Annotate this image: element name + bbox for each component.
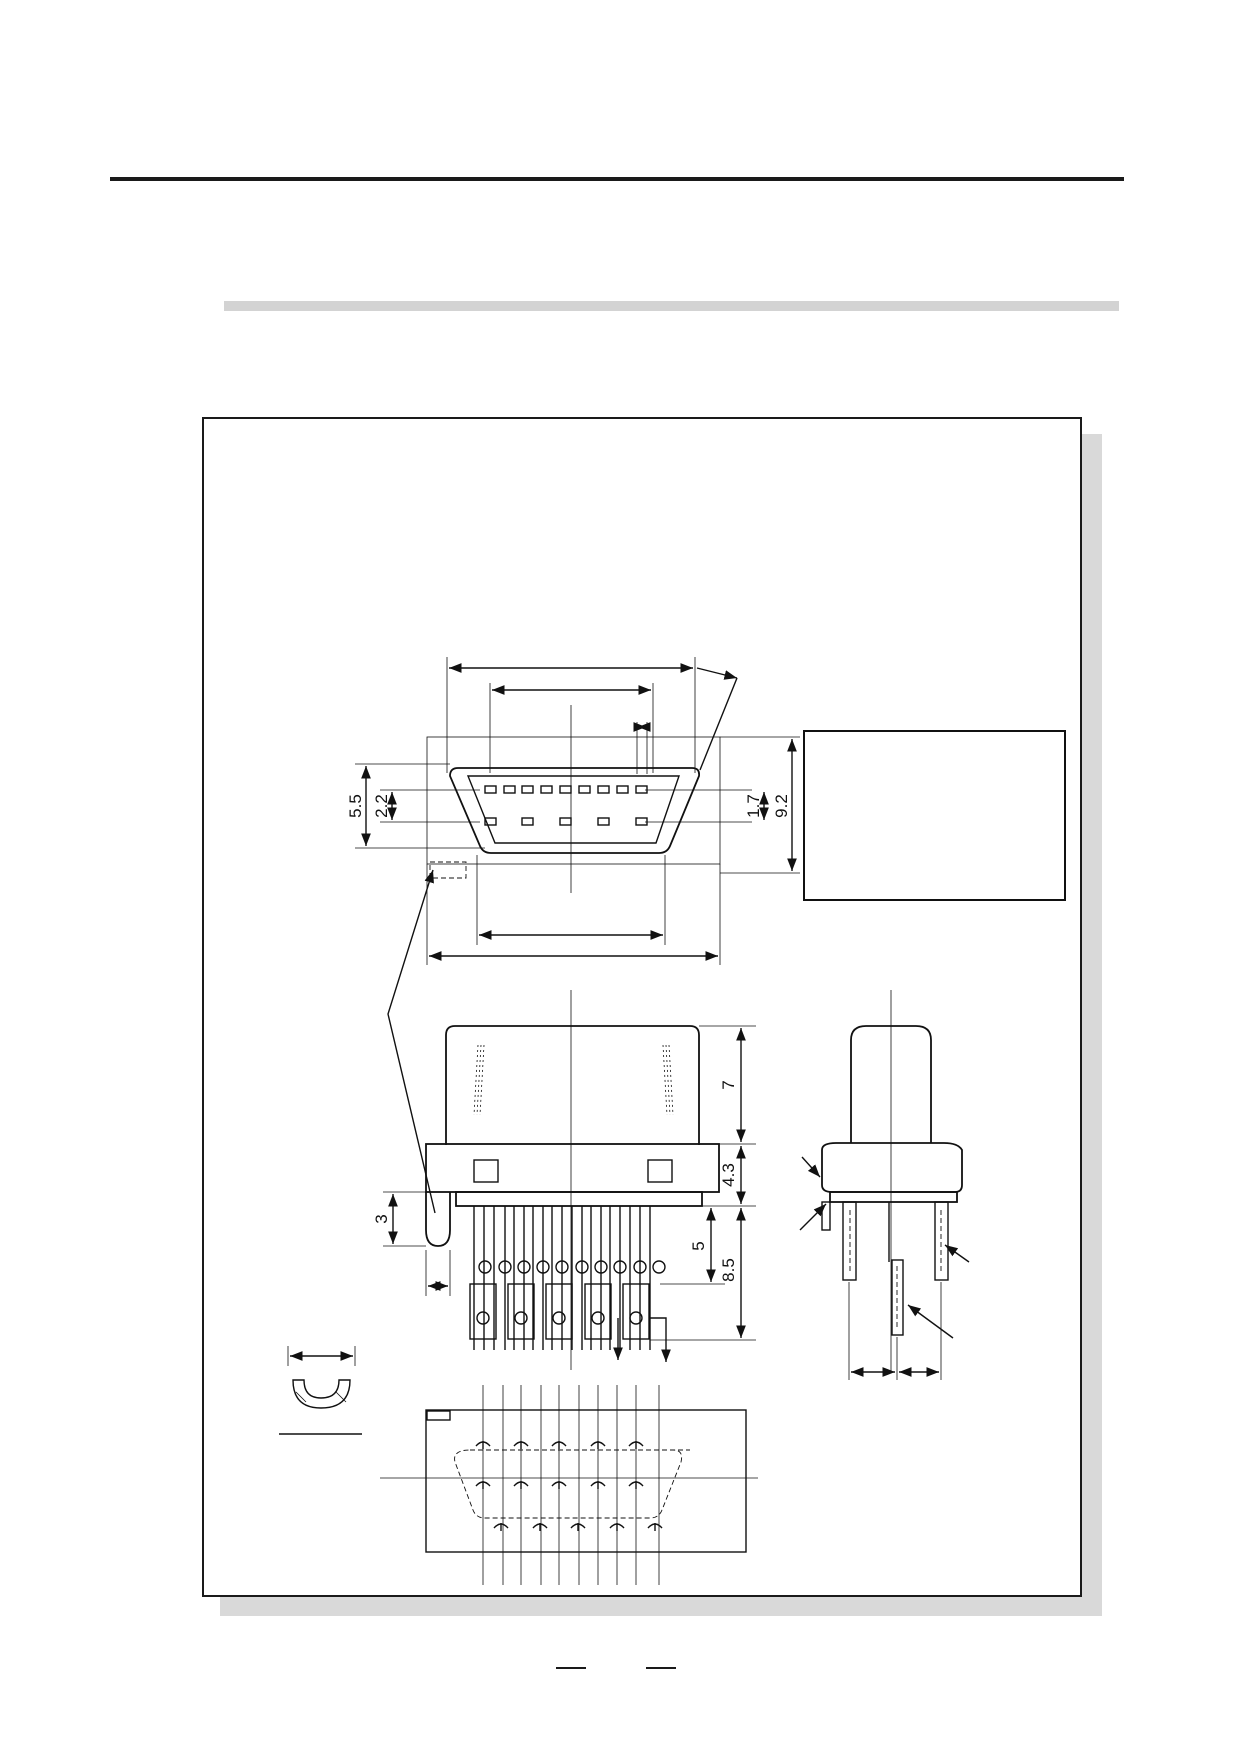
profile-strip bbox=[829, 1191, 958, 1203]
section-bar bbox=[224, 301, 1119, 311]
plug-body bbox=[445, 1025, 700, 1145]
profile-pin-left bbox=[842, 1201, 857, 1281]
profile-view bbox=[799, 990, 970, 1380]
profile-pin-right bbox=[934, 1201, 949, 1281]
contacts-row-bottom bbox=[484, 817, 648, 826]
flange-slot-left bbox=[473, 1159, 499, 1183]
dim-flange-height: 4.3 bbox=[719, 1163, 738, 1187]
key-mark bbox=[429, 861, 467, 879]
dim-overall-height: 9.2 bbox=[772, 794, 791, 818]
dim-pin-pitch: 1.7 bbox=[744, 794, 763, 818]
layout-lead-lines bbox=[482, 1385, 660, 1585]
elevation-view: 7 4.3 5 8.5 3 bbox=[372, 990, 756, 1370]
page-mark-left bbox=[556, 1667, 586, 1669]
profile-flange bbox=[821, 1142, 963, 1193]
solder-cup-detail bbox=[279, 1346, 362, 1435]
pcb-layout-view bbox=[380, 1385, 758, 1585]
cup-profile bbox=[292, 1379, 351, 1409]
pads-row1 bbox=[475, 1441, 644, 1449]
profile-body bbox=[850, 1025, 932, 1143]
front-view: 5.5 2.2 1.7 9.2 bbox=[346, 657, 800, 965]
front-plate bbox=[426, 736, 721, 865]
flange-slot-right bbox=[647, 1159, 673, 1183]
dim-front-height-outer: 5.5 bbox=[346, 794, 365, 818]
shell-outer bbox=[449, 767, 701, 854]
lead-tabs bbox=[469, 1283, 650, 1340]
dim-tab-height: 3 bbox=[372, 1214, 391, 1223]
dim-pin-length: 5 bbox=[689, 1241, 708, 1250]
key-leader bbox=[387, 869, 436, 1214]
layout-shell-outline bbox=[454, 1449, 683, 1519]
contact-strip bbox=[455, 1191, 703, 1207]
pads-row2 bbox=[475, 1481, 644, 1489]
header-rule bbox=[110, 177, 1124, 181]
shell-inner bbox=[466, 775, 680, 844]
mount-tab bbox=[425, 1192, 451, 1247]
pin-leads bbox=[473, 1206, 651, 1350]
grip-hatch bbox=[473, 1044, 674, 1116]
pads-row3 bbox=[493, 1523, 663, 1531]
flange bbox=[425, 1143, 720, 1193]
solder-cups-row1 bbox=[478, 1260, 666, 1274]
notes-box bbox=[803, 730, 1066, 901]
layout-outline bbox=[425, 1409, 747, 1553]
drawing-frame bbox=[202, 417, 1082, 1597]
dim-lead-length: 8.5 bbox=[719, 1258, 738, 1282]
contacts-row-top bbox=[484, 785, 648, 794]
dim-body-height: 7 bbox=[719, 1080, 738, 1089]
profile-lead bbox=[891, 1259, 904, 1336]
page-mark-right bbox=[646, 1667, 676, 1669]
dim-front-height-inner: 2.2 bbox=[372, 794, 391, 818]
